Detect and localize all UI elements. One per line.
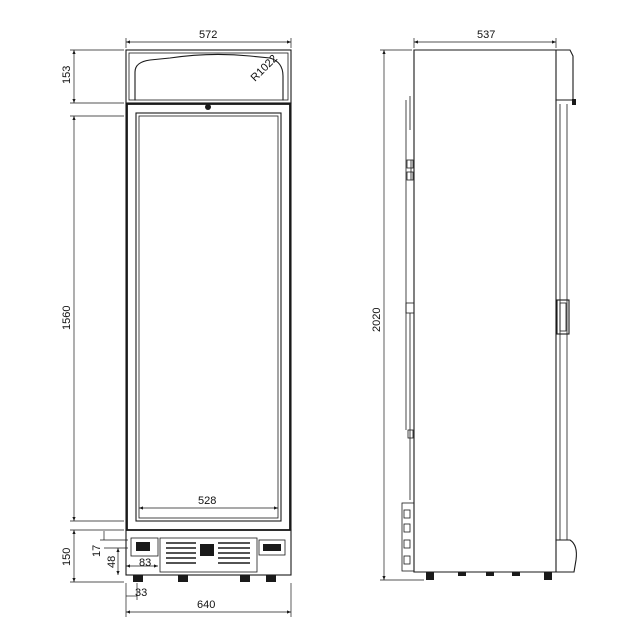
- canopy: R1022: [125, 49, 292, 104]
- vent-slats: [166, 542, 250, 564]
- cabinet-door: [125, 102, 292, 531]
- side-cabinet: [413, 49, 577, 573]
- side-view: 537 2020: [371, 29, 577, 581]
- front-dimension-lines: [70, 38, 292, 617]
- dim-canopy-height: 153: [61, 66, 73, 84]
- dim-total-width: 640: [197, 599, 215, 611]
- lock-icon: [205, 104, 211, 110]
- dim-door-height: 1560: [61, 306, 73, 330]
- dim-side-overall-height: 2020: [371, 308, 383, 332]
- dim-foot-gap: 17: [91, 545, 103, 557]
- dim-foot-height: 48: [106, 556, 118, 568]
- dim-overall-width: 572: [199, 29, 217, 41]
- dim-side-depth: 537: [477, 29, 495, 41]
- dim-foot-offset: 33: [135, 587, 147, 599]
- dim-inner-width: 528: [198, 495, 216, 507]
- side-dimension-lines: [380, 38, 557, 581]
- dim-base-offset: 83: [139, 557, 151, 569]
- feet: [133, 575, 276, 582]
- base-grille: [125, 529, 292, 576]
- side-feet: [426, 572, 552, 580]
- front-view: R1022: [61, 29, 292, 617]
- back-panel-details: [401, 96, 415, 572]
- dim-base-height: 150: [61, 548, 73, 566]
